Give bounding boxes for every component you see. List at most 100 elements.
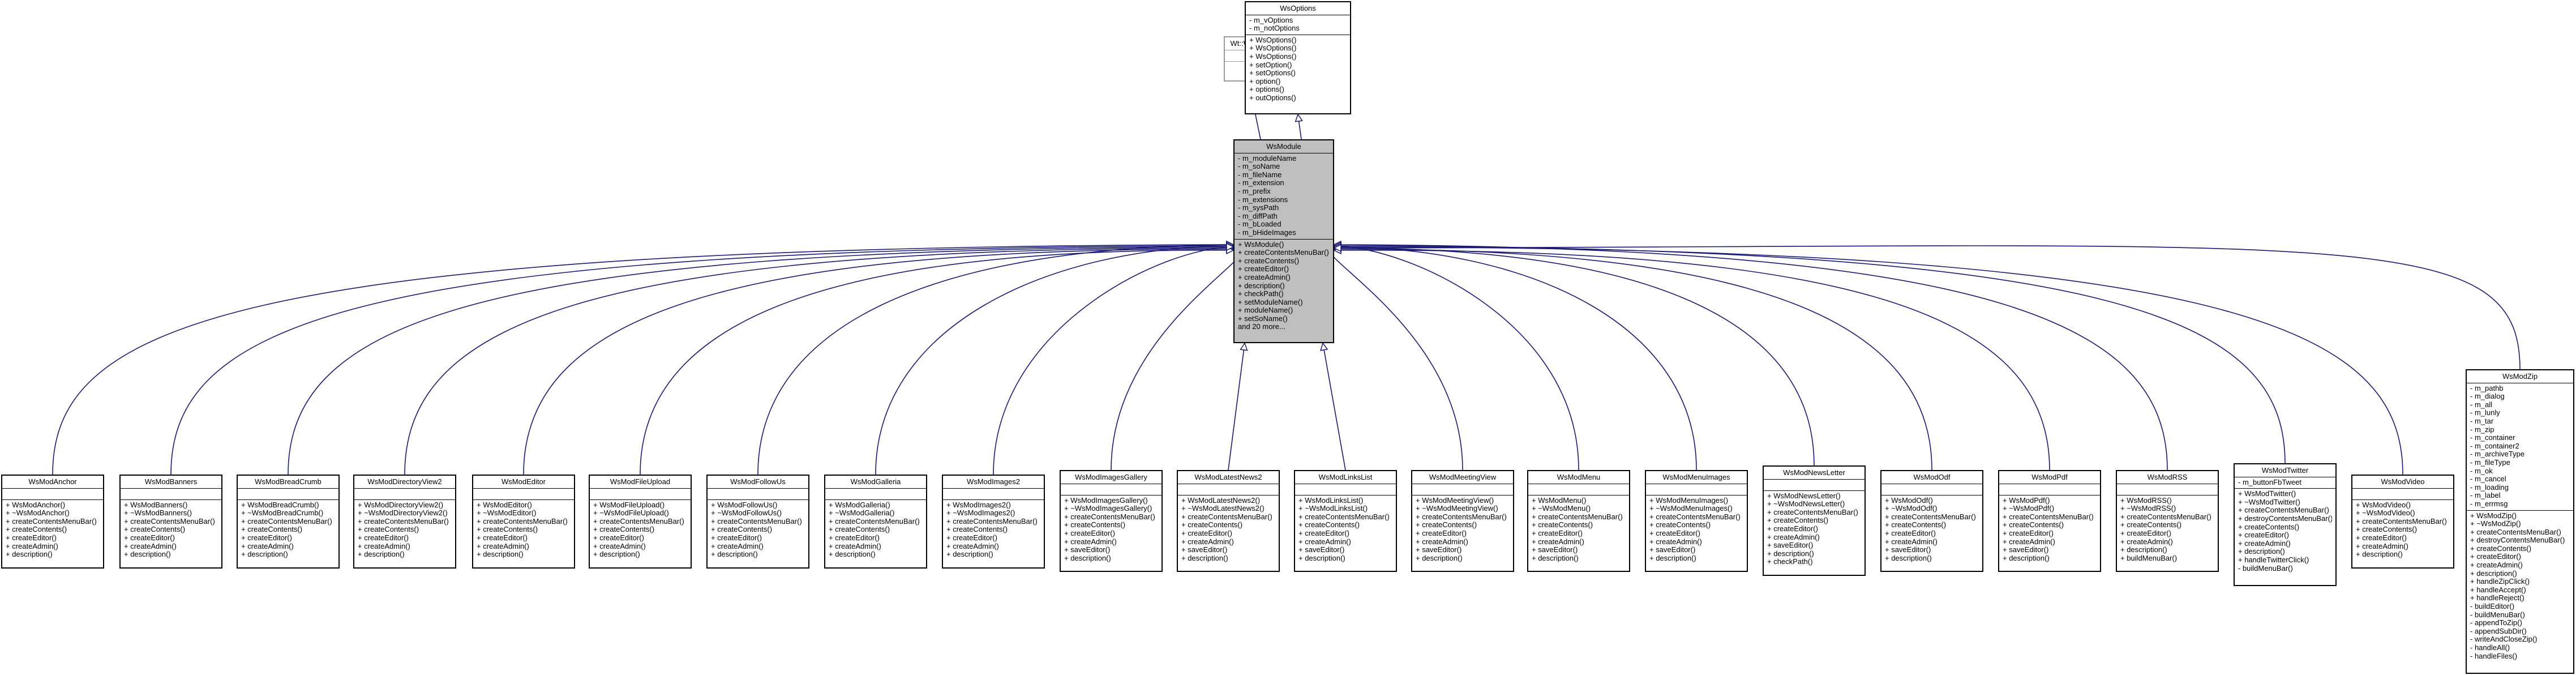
class-box-wsmodbreadcrumb[interactable]: WsModBreadCrumb+ WsModBreadCrumb()+ ~WsM…: [237, 475, 340, 569]
class-box-wsoptions[interactable]: WsOptions- m_vOptions- m_notOptions+ WsO…: [1245, 1, 1351, 114]
operation-row: + createContents(): [1238, 257, 1300, 265]
operation-row: + createContents(): [1649, 521, 1711, 529]
class-box-wsmodimagesgallery[interactable]: WsModImagesGallery+ WsModImagesGallery()…: [1060, 470, 1163, 572]
class-box-wsmodgalleria[interactable]: WsModGalleria+ WsModGalleria()+ ~WsModGa…: [824, 475, 927, 569]
class-name: WsModule: [1235, 140, 1333, 153]
operation-row: + createContents(): [1885, 521, 1947, 529]
operation-row: + WsModDirectoryView2(): [358, 501, 444, 509]
operation-row: + createEditor(): [711, 533, 762, 542]
attributes-compartment: - m_pathb- m_dialog- m_all- m_lunly- m_t…: [2467, 383, 2573, 511]
attributes-compartment: [1999, 484, 2100, 495]
class-box-wsmodfileupload[interactable]: WsModFileUpload+ WsModFileUpload()+ ~WsM…: [589, 475, 692, 569]
class-box-wsmodmeetingview[interactable]: WsModMeetingView+ WsModMeetingView()+ ~W…: [1411, 470, 1514, 572]
attribute-row: - m_fileName: [1238, 170, 1282, 179]
class-name: WsModEditor: [473, 476, 574, 489]
operation-row: + createAdmin(): [1416, 537, 1468, 546]
class-box-wsmodzip[interactable]: WsModZip- m_pathb- m_dialog- m_all- m_lu…: [2466, 369, 2574, 674]
operation-row: + ~WsModOdf(): [1885, 505, 1938, 513]
operation-row: + ~WsModPdf(): [2003, 505, 2055, 513]
class-name: WsModImages2: [943, 476, 1044, 489]
class-box-wsmodvideo[interactable]: WsModVideo+ WsModVideo()+ ~WsModVideo()+…: [2351, 475, 2454, 569]
operation-row: - writeAndCloseZip(): [2470, 635, 2538, 644]
operation-row: + createContents(): [1767, 516, 1829, 525]
operation-row: + handleTwitterClick(): [2238, 556, 2309, 564]
operation-row: + createEditor(): [358, 533, 409, 542]
attributes-compartment: [2117, 484, 2218, 495]
class-name: WsModMenuImages: [1646, 471, 1747, 484]
operation-row: + createEditor(): [1885, 529, 1936, 537]
operation-row: + createContents(): [711, 526, 773, 534]
operation-row: + createContentsMenuBar(): [1238, 249, 1329, 257]
attributes-compartment: [238, 489, 338, 500]
operations-compartment: + WsModVideo()+ ~WsModVideo()+ createCon…: [2352, 500, 2453, 561]
operation-row: + WsOptions(): [1249, 36, 1297, 44]
operation-row: + description(): [358, 550, 405, 559]
class-box-wsmodeditor[interactable]: WsModEditor + WsModEditor()+ ~WsModEditor…: [472, 475, 575, 569]
class-box-wsmodlinkslist[interactable]: WsModLinksList+ WsModLinksList()+ ~WsMod…: [1294, 470, 1397, 572]
operation-row: + checkPath(): [1767, 558, 1813, 566]
operation-row: + createAdmin(): [1238, 273, 1291, 281]
attributes-compartment: [473, 489, 574, 500]
class-box-wsmodimages2[interactable]: WsModImages2 + WsModImages2()+ ~WsModImag…: [942, 475, 1045, 569]
class-name: WsModMeetingView: [1412, 471, 1513, 484]
attribute-row: - m_extension: [1238, 179, 1284, 187]
operation-row: + createAdmin(): [593, 542, 646, 550]
operation-row: - appendSubDir(): [2470, 627, 2527, 635]
operation-row: + WsModLinksList(): [1298, 496, 1364, 505]
inheritance-edge-wsmodmeetingview: [1328, 245, 1463, 471]
attribute-row: - m_pathb: [2470, 384, 2504, 392]
attribute-row: - m_prefix: [1238, 187, 1271, 195]
operations-compartment: + WsModRSS()+ ~WsModRSS()+ createContent…: [2117, 495, 2218, 565]
class-box-wsmodtwitter[interactable]: WsModTwitter- m_buttonFbTweet+ WsModTwit…: [2234, 463, 2337, 586]
operation-row: + createContentsMenuBar(): [358, 517, 449, 526]
operation-row: + ~WsModImages2(): [946, 509, 1015, 518]
attributes-compartment: [943, 489, 1044, 500]
operation-row: + createEditor(): [1181, 529, 1232, 537]
class-box-wsmodnewsletter[interactable]: WsModNewsLetter+ WsModNewsLetter()+ ~WsM…: [1763, 465, 1866, 576]
operation-row: + createContentsMenuBar(): [829, 517, 920, 526]
operation-row: + ~WsModVideo(): [2356, 509, 2415, 518]
operation-row: + saveEditor(): [1532, 546, 1578, 554]
operation-row: + ~WsModGalleria(): [829, 509, 895, 518]
operation-row: + createAdmin(): [2238, 539, 2291, 548]
operation-row: + outOptions(): [1249, 93, 1296, 102]
class-box-wsmodpdf[interactable]: WsModPdf+ WsModPdf()+ ~WsModPdf()+ creat…: [1998, 470, 2101, 572]
attributes-compartment: - m_moduleName- m_soName- m_fileName- m_…: [1235, 153, 1333, 240]
attribute-row: - m_tar: [2470, 417, 2494, 425]
operation-row: + createContents(): [124, 526, 186, 534]
operation-row: + WsModImages2(): [946, 501, 1011, 509]
operation-row: + createContentsMenuBar(): [1767, 508, 1858, 516]
class-box-wsmodule[interactable]: WsModule- m_moduleName- m_soName- m_file…: [1233, 139, 1334, 343]
class-box-wsmodrss[interactable]: WsModRSS+ WsModRSS()+ ~WsModRSS()+ creat…: [2116, 470, 2219, 572]
attribute-row: - m_fileType: [2470, 458, 2510, 467]
operation-row: + createContentsMenuBar(): [241, 517, 332, 526]
operation-row: + description(): [2356, 550, 2403, 559]
operation-row: + createAdmin(): [1181, 537, 1234, 546]
operation-row: - buildEditor(): [2470, 603, 2515, 611]
operation-row: + createContentsMenuBar(): [124, 517, 215, 526]
class-box-wsmodbanners[interactable]: WsModBanners+ WsModBanners()+ ~WsModBann…: [119, 475, 222, 569]
attribute-row: - m_all: [2470, 400, 2493, 409]
class-box-wsmoddirectoryview2[interactable]: WsModDirectoryView2+ WsModDirectoryView2…: [353, 475, 456, 569]
operation-row: + WsModNewsLetter(): [1767, 492, 1841, 500]
operation-row: + ~WsModLinksList(): [1298, 505, 1368, 513]
attribute-row: - m_notOptions: [1249, 24, 1300, 33]
operation-row: + WsModMenu(): [1532, 496, 1587, 505]
operation-row: + createContentsMenuBar(): [2238, 506, 2329, 515]
class-box-wsmododf[interactable]: WsModOdf+ WsModOdf()+ ~WsModOdf()+ creat…: [1880, 470, 1983, 572]
class-box-wsmodmenuimages[interactable]: WsModMenuImages+ WsModMenuImages()+ ~WsM…: [1645, 470, 1748, 572]
inheritance-edge-wsmodmenuimages: [1334, 247, 1697, 471]
operations-compartment: + WsModEditor()+ ~WsModEditor()+ createC…: [473, 500, 574, 561]
operation-row: + createContents(): [1181, 521, 1243, 529]
operation-row: + createAdmin(): [1064, 537, 1117, 546]
operation-row: + createAdmin(): [2003, 537, 2055, 546]
operation-row: + description(): [1181, 554, 1228, 562]
class-box-wsmodlatestnews2[interactable]: WsModLatestNews2+ WsModLatestNews2()+ ~W…: [1177, 470, 1280, 572]
operation-row: - appendToZip(): [2470, 619, 2522, 627]
operations-compartment: + WsOptions()+ WsOptions()+ WsOptions()+…: [1246, 35, 1350, 104]
class-box-wsmodfollowus[interactable]: WsModFollowUs+ WsModFollowUs()+ ~WsModFo…: [706, 475, 809, 569]
class-box-wsmodanchor[interactable]: WsModAnchor+ WsModAnchor()+ ~WsModAnchor…: [1, 475, 104, 569]
class-box-wsmodmenu[interactable]: WsModMenu+ WsModMenu()+ ~WsModMenu()+ cr…: [1527, 470, 1630, 572]
operation-row: + ~WsModEditor(): [477, 509, 537, 518]
class-name: WsModBanners: [121, 476, 221, 489]
